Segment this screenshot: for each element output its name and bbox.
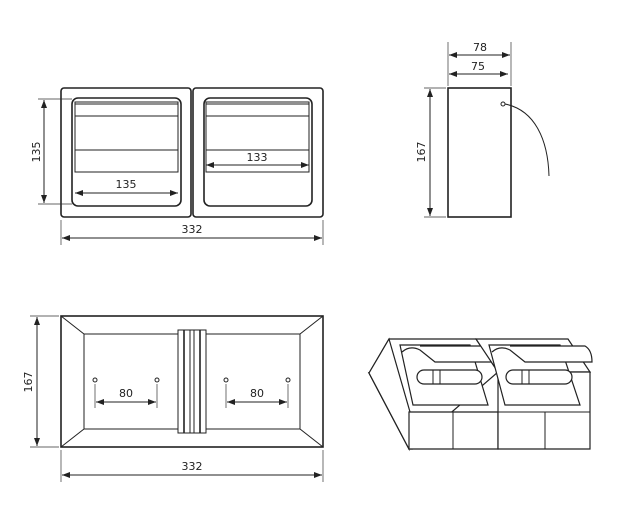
- back-hole-spacing-right-dim: 80: [250, 387, 264, 400]
- back-overall-width-dim: 332: [182, 460, 203, 473]
- side-view: 78 75 167: [415, 41, 550, 218]
- side-depth-inner-dim: 75: [471, 60, 485, 73]
- front-height-dim: 135: [30, 142, 43, 163]
- front-inner-width-dim: 135: [116, 178, 137, 191]
- front-view: 135 135 133 332: [30, 87, 324, 245]
- side-height-dim: 167: [415, 142, 428, 163]
- back-view: 80 80 167 332: [22, 315, 324, 482]
- front-flap-width-dim: 133: [247, 151, 268, 164]
- back-hole-spacing-left-dim: 80: [119, 387, 133, 400]
- back-height-dim: 167: [22, 372, 35, 393]
- front-overall-width-dim: 332: [182, 223, 203, 236]
- isometric-view: [367, 337, 593, 452]
- side-depth-outer-dim: 78: [473, 41, 487, 54]
